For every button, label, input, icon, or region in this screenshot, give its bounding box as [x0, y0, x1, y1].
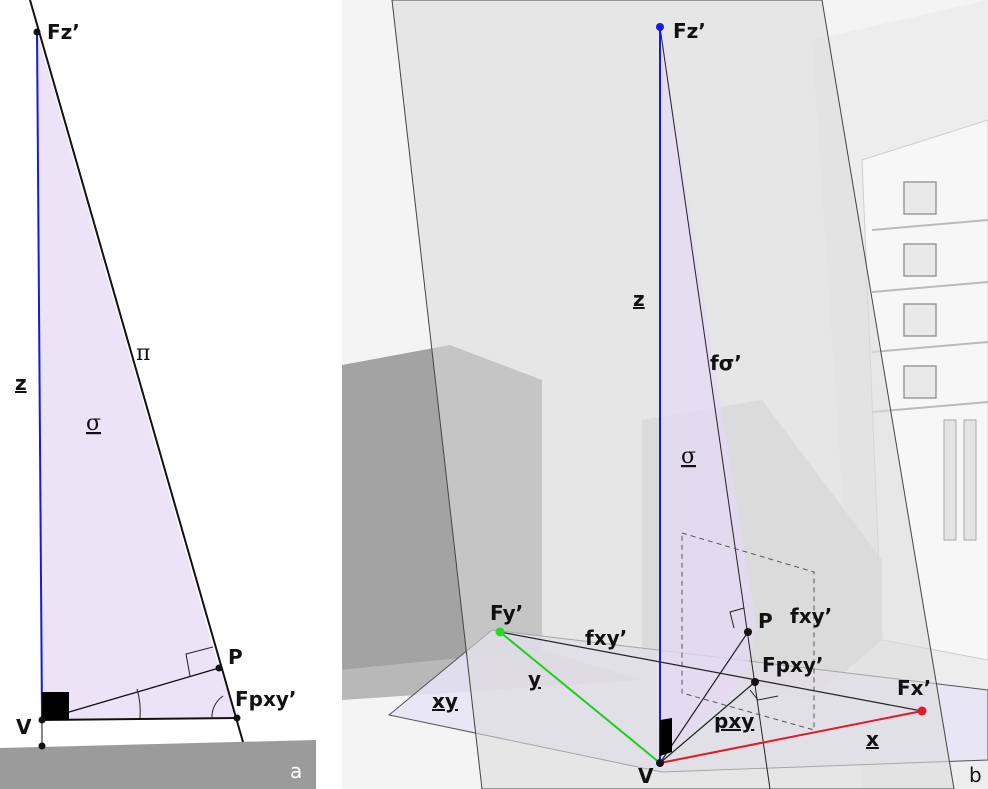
sigma-plane: [37, 32, 237, 720]
angle-arc-v: [136, 688, 141, 719]
camera-marker: [660, 718, 672, 756]
label-v: V: [16, 715, 32, 739]
label-xy: xy: [432, 689, 458, 713]
point-fz: [33, 28, 41, 36]
label-fx: Fx’: [897, 676, 931, 700]
point-p: [215, 664, 223, 672]
angle-arc-fpxy: [211, 695, 224, 719]
right-angle-marker-p: [729, 607, 745, 629]
fxy-horizon: [499, 631, 923, 712]
x-axis-line: [659, 710, 923, 764]
point-v-ground: [38, 742, 46, 750]
point-v: [38, 716, 46, 724]
base-line: [41, 717, 238, 721]
point-fx: [917, 706, 927, 716]
point-fy: [495, 627, 505, 637]
label-p: P: [758, 609, 773, 633]
label-f-sigma: fσ’: [710, 351, 742, 375]
label-z: z: [15, 371, 27, 395]
label-y: y: [528, 667, 541, 691]
camera-marker: [42, 692, 69, 720]
v-p-line: [41, 667, 220, 721]
ground-plane: [0, 740, 316, 789]
dashed-frame: [681, 532, 815, 731]
point-p: [744, 628, 752, 636]
panel-tag-b: b: [969, 763, 982, 787]
label-fy: Fy’: [490, 601, 523, 625]
point-v: [656, 759, 664, 767]
sigma-plane: [660, 27, 757, 760]
label-fpxy: Fpxy’: [762, 653, 824, 677]
z-axis-line: [36, 31, 43, 719]
point-fpxy: [751, 678, 759, 686]
v-fpxy-line: [659, 681, 756, 764]
label-pi: π: [136, 341, 150, 366]
panel-a-diagram: Fz’ z σ π P Fpxy’ V a: [0, 0, 316, 789]
panel-a: Fz’ z σ π P Fpxy’ V a: [0, 0, 316, 789]
point-fz: [656, 23, 664, 31]
panel-b: Fz’ z fσ’ σ Fy’ fxy’ P fxy’ Fpxy’ Fx’ xy…: [342, 0, 988, 789]
label-v: V: [638, 764, 654, 788]
label-sigma: σ: [681, 444, 696, 469]
label-pxy: pxy: [714, 709, 754, 733]
label-fz: Fz’: [47, 20, 80, 44]
v-p-line: [659, 631, 749, 764]
point-fpxy: [233, 714, 241, 722]
pi-line: [29, 0, 244, 743]
label-fpxy: Fpxy’: [235, 687, 297, 711]
y-axis-line: [499, 631, 661, 764]
right-angle-marker-fpxy: [749, 689, 779, 701]
panel-tag-a: a: [290, 759, 302, 783]
label-x: x: [866, 727, 879, 751]
label-sigma: σ: [86, 411, 101, 436]
label-fxy-left: fxy’: [585, 626, 627, 650]
panel-b-diagram: Fz’ z fσ’ σ Fy’ fxy’ P fxy’ Fpxy’ Fx’ xy…: [342, 0, 988, 789]
f-sigma-line: [659, 26, 771, 789]
label-fxy-right: fxy’: [790, 604, 832, 628]
label-fz: Fz’: [673, 19, 706, 43]
label-z: z: [633, 287, 645, 311]
label-p: P: [228, 645, 243, 669]
right-angle-marker: [185, 646, 214, 677]
